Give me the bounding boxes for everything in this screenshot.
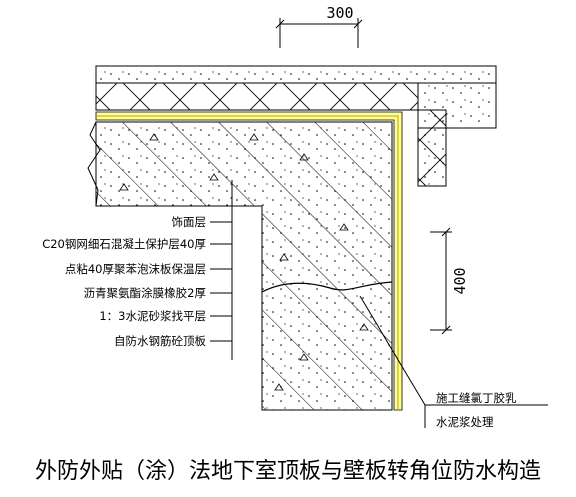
left-labels: 饰面层 C20钢网细石混凝土保护层40厚 点粘40厚聚苯泡沫板保温层 沥青聚氨酯… [42, 215, 206, 348]
dimension-right: 400 [430, 227, 469, 335]
right-leader [359, 295, 548, 428]
label-cement-slurry: 水泥浆处理 [436, 415, 494, 429]
right-concrete-block [417, 82, 497, 187]
label-protective-layer: C20钢网细石混凝土保护层40厚 [42, 237, 206, 251]
finish-layer [95, 65, 497, 84]
membrane-layer [95, 111, 403, 411]
label-membrane-layer: 沥青聚氨酯涂膜橡胶2厚 [84, 286, 206, 300]
insulation-layer [95, 82, 419, 111]
dimension-right-value: 400 [451, 267, 469, 294]
label-finish-layer: 饰面层 [172, 215, 207, 229]
label-joint-treatment: 施工缝氯丁胶乳 [436, 391, 517, 405]
dimension-top: 300 [275, 4, 363, 48]
left-leaders [210, 180, 233, 360]
dimension-top-value: 300 [326, 4, 353, 22]
label-roof-slab: 自防水钢筋砼顶板 [114, 334, 206, 348]
label-leveling-layer: 1：3水泥砂浆找平层 [99, 309, 206, 323]
label-insulation-layer: 点粘40厚聚苯泡沫板保温层 [65, 262, 206, 276]
drawing-caption: 外防外贴（涂）法地下室顶板与壁板转角位防水构造 [35, 459, 541, 484]
concrete-slab-and-wall [87, 121, 393, 411]
